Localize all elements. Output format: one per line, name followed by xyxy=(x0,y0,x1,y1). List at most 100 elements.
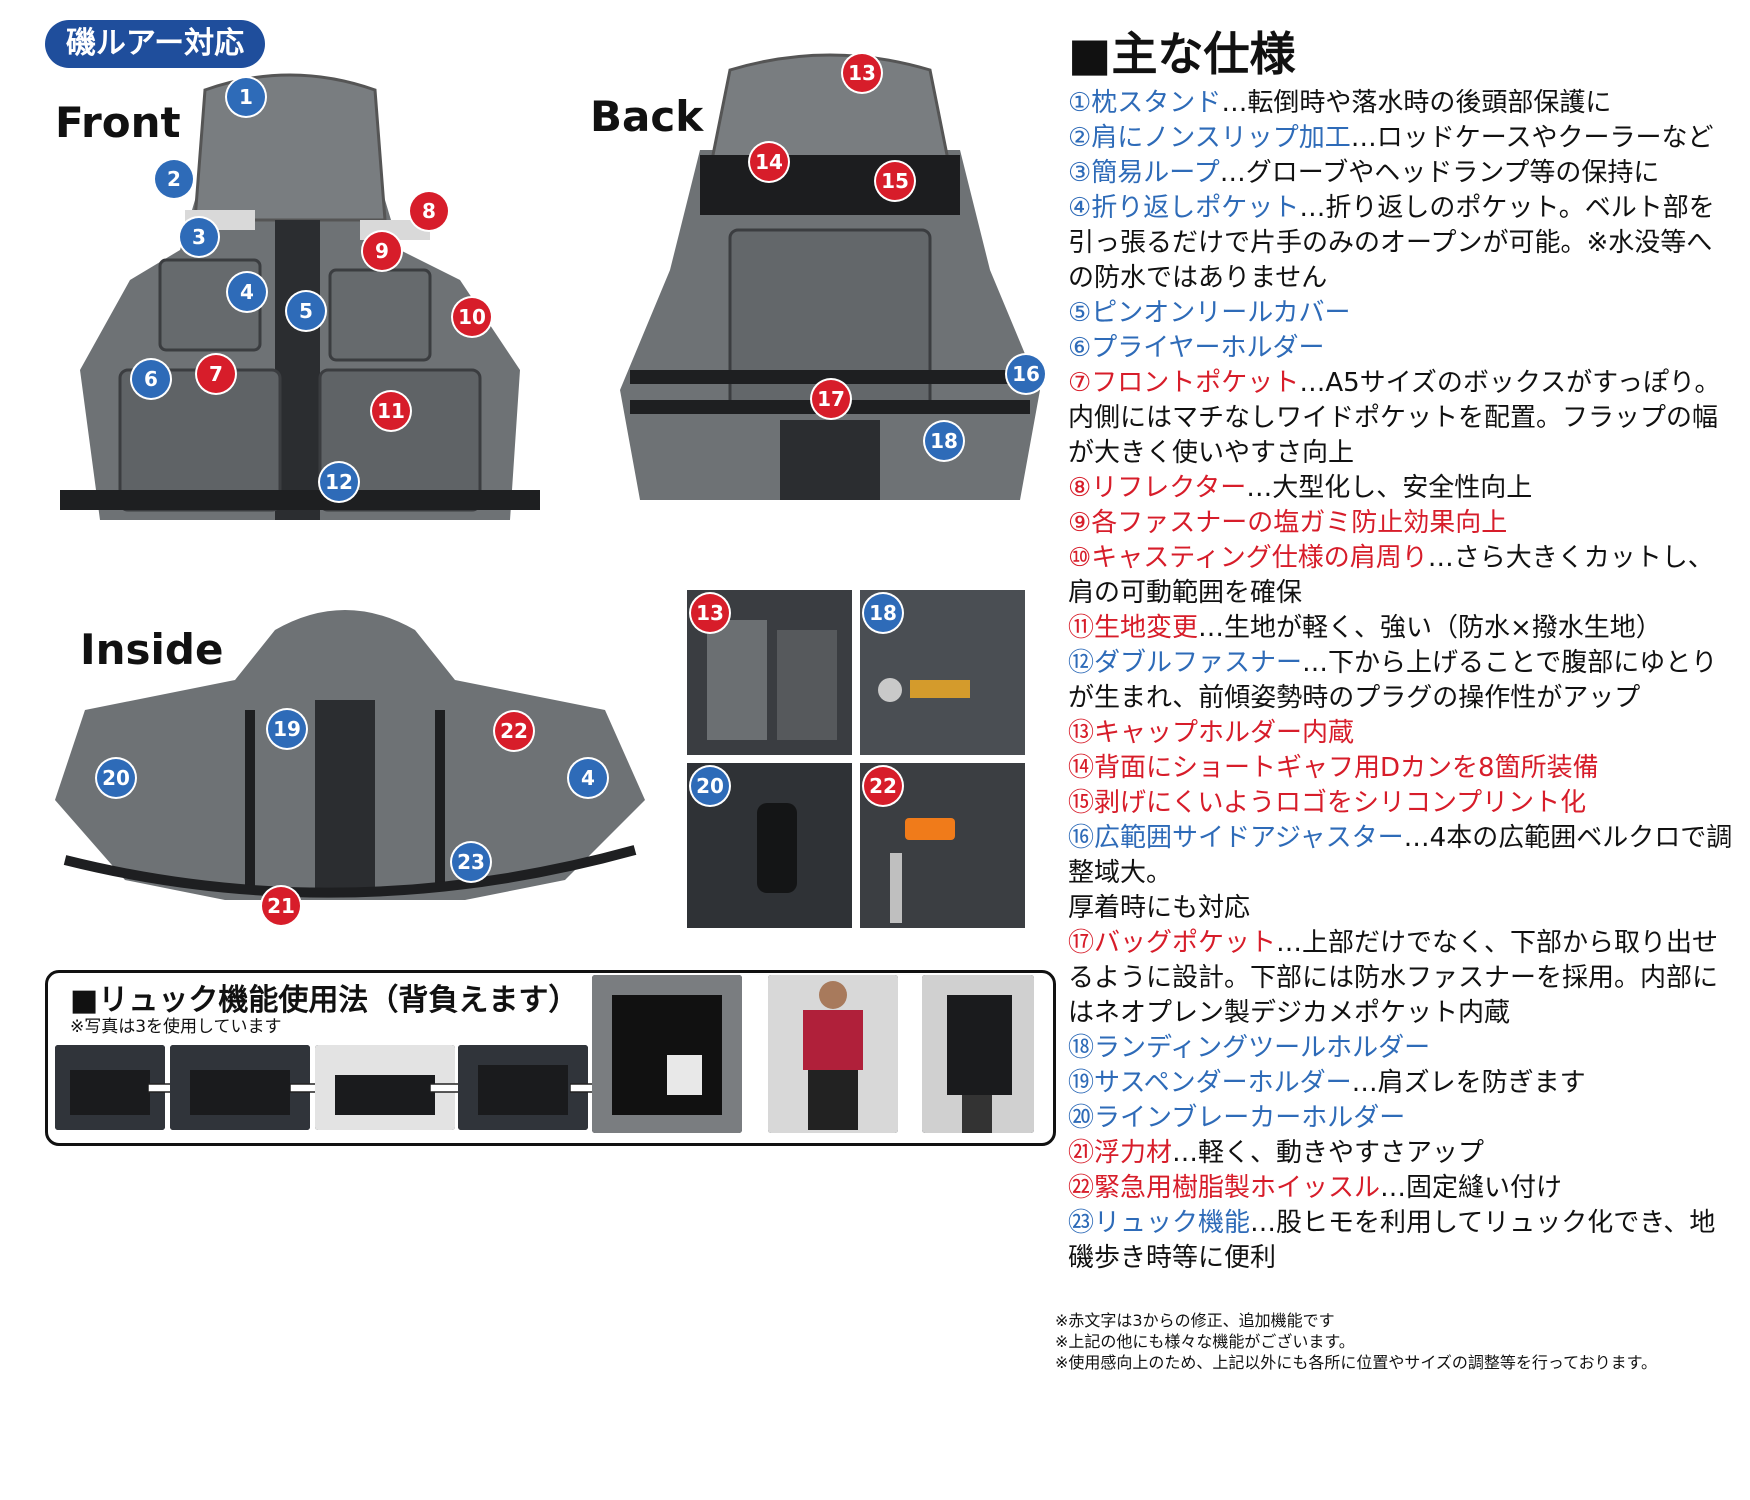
marker-4: 4 xyxy=(228,273,266,311)
backpack-note: ※写真は3を使用しています xyxy=(70,1017,282,1037)
marker-1: 1 xyxy=(227,78,265,116)
backpack-title: ■リュック機能使用法（背負えます） xyxy=(70,983,579,1018)
spec-item: ㉓リュック機能…股ヒモを利用してリュック化でき、地磯歩き時等に便利 xyxy=(1068,1206,1738,1276)
detail-marker-20: 20 xyxy=(691,767,729,805)
marker-14: 14 xyxy=(750,143,788,181)
spec-item: ④折り返しポケット…折り返しのポケット。ベルト部を引っ張るだけで片手のみのオープ… xyxy=(1068,191,1738,296)
spec-item: ③簡易ループ…グローブやヘッドランプ等の保持に xyxy=(1068,156,1738,191)
spec-item: ⑪生地変更…生地が軽く、強い（防水×撥水生地） xyxy=(1068,611,1738,646)
detail-marker-18: 18 xyxy=(864,594,902,632)
inside-label: Inside xyxy=(80,625,224,674)
spec-item-head: ⑲サスペンダーホルダー xyxy=(1068,1068,1352,1098)
spec-item-head: ⑮剥げにくいようロゴをシリコンプリント化 xyxy=(1068,788,1587,818)
specs-title: ■主な仕様 xyxy=(1068,27,1296,81)
spec-item-text: …大型化し、安全性向上 xyxy=(1246,473,1533,503)
spec-item-head: ⑱ランディングツールホルダー xyxy=(1068,1033,1431,1063)
spec-item: ⑫ダブルファスナー…下から上げることで腹部にゆとりが生まれ、前傾姿勢時のプラグの… xyxy=(1068,646,1738,716)
spec-item-head: ①枕スタンド xyxy=(1068,88,1222,118)
detail-marker-13: 13 xyxy=(691,594,729,632)
backpack-step-5-photo xyxy=(592,975,742,1133)
feature-badge: 磯ルアー対応 xyxy=(45,20,265,68)
inside-vest-photo: 19 20 21 22 23 4 xyxy=(45,600,665,970)
spec-item: 厚着時にも対応 xyxy=(1068,891,1738,926)
spec-item-head: ⑪生地変更 xyxy=(1068,613,1199,643)
spec-item: ⑮剥げにくいようロゴをシリコンプリント化 xyxy=(1068,786,1738,821)
spec-item-head: ⑦フロントポケット xyxy=(1068,368,1300,398)
front-vest-photo: 1 2 3 4 5 6 7 8 9 10 11 12 xyxy=(40,70,560,590)
spec-item-text: …4本の広範囲ベルクロで調整域大。 xyxy=(1068,823,1733,888)
wearing-photo-back xyxy=(922,975,1034,1133)
footnote: ※上記の他にも様々な機能がございます。 xyxy=(1055,1332,1355,1351)
marker-18: 18 xyxy=(925,422,963,460)
detail-photo-18: 18 xyxy=(860,590,1025,755)
spec-item-head: ⑩キャスティング仕様の肩周り xyxy=(1068,543,1428,573)
spec-item-text: …軽く、動きやすさアップ xyxy=(1172,1138,1485,1168)
spec-item-text: …さら大きくカットし、肩の可動範囲を確保 xyxy=(1068,543,1714,608)
backpack-step-3-photo xyxy=(315,1045,455,1130)
spec-item: ⑧リフレクター…大型化し、安全性向上 xyxy=(1068,471,1738,506)
spec-item-head: ⑨各ファスナーの塩ガミ防止効果向上 xyxy=(1068,508,1508,538)
marker-13: 13 xyxy=(843,54,881,92)
spec-item: ⑤ピンオンリールカバー xyxy=(1068,296,1738,331)
marker-20: 20 xyxy=(97,759,135,797)
spec-item: ⑨各ファスナーの塩ガミ防止効果向上 xyxy=(1068,506,1738,541)
footnote: ※使用感向上のため、上記以外にも各所に位置やサイズの調整等を行っております。 xyxy=(1055,1353,1658,1372)
spec-item-head: ㉒緊急用樹脂製ホイッスル xyxy=(1068,1173,1381,1203)
spec-item: ⑱ランディングツールホルダー xyxy=(1068,1031,1738,1066)
detail-marker-22: 22 xyxy=(864,767,902,805)
spec-item-head: ⑭背面にショートギャフ用Dカンを8箇所装備 xyxy=(1068,753,1599,783)
back-label: Back xyxy=(590,92,704,141)
spec-item: ⑥プライヤーホルダー xyxy=(1068,331,1738,366)
spec-item: ⑳ラインブレーカーホルダー xyxy=(1068,1101,1738,1136)
spec-item-head: ⑳ラインブレーカーホルダー xyxy=(1068,1103,1406,1133)
spec-item-text: …A5サイズのボックスがすっぽり。内側にはマチなしワイドポケットを配置。フラップ… xyxy=(1068,368,1721,468)
marker-19: 19 xyxy=(268,710,306,748)
spec-item: ⑰バッグポケット…上部だけでなく、下部から取り出せるように設計。下部には防水ファ… xyxy=(1068,926,1738,1031)
marker-4-inside: 4 xyxy=(569,759,607,797)
marker-15: 15 xyxy=(876,162,914,200)
spec-item: ⑦フロントポケット…A5サイズのボックスがすっぽり。内側にはマチなしワイドポケッ… xyxy=(1068,366,1738,471)
detail-photo-13: 13 xyxy=(687,590,852,755)
spec-item-text: …グローブやヘッドランプ等の保持に xyxy=(1219,158,1660,188)
spec-item-head: ④折り返しポケット xyxy=(1068,193,1300,223)
spec-item-text: …生地が軽く、強い（防水×撥水生地） xyxy=(1198,613,1662,643)
spec-item-head: ③簡易ループ xyxy=(1068,158,1220,188)
spec-item-text: …固定縫い付け xyxy=(1380,1173,1563,1203)
backpack-usage-panel xyxy=(45,970,1056,1146)
backpack-step-2-photo xyxy=(170,1045,310,1130)
marker-12: 12 xyxy=(320,463,358,501)
spec-item: ⑯広範囲サイドアジャスター…4本の広範囲ベルクロで調整域大。 xyxy=(1068,821,1738,891)
spec-item-text: …下から上げることで腹部にゆとりが生まれ、前傾姿勢時のプラグの操作性がアップ xyxy=(1068,648,1718,713)
spec-item-text: …上部だけでなく、下部から取り出せるように設計。下部には防水ファスナーを採用。内… xyxy=(1068,928,1719,1028)
marker-2: 2 xyxy=(155,160,193,198)
detail-photo-20: 20 xyxy=(687,763,852,928)
spec-item-text: …転倒時や落水時の後頭部保護に xyxy=(1221,88,1612,118)
spec-item: ⑭背面にショートギャフ用Dカンを8箇所装備 xyxy=(1068,751,1738,786)
detail-photo-22: 22 xyxy=(860,763,1025,928)
spec-item-head: ⑥プライヤーホルダー xyxy=(1068,333,1325,363)
marker-6: 6 xyxy=(132,360,170,398)
marker-7: 7 xyxy=(197,355,235,393)
spec-item: ⑬キャップホルダー内蔵 xyxy=(1068,716,1738,751)
backpack-step-1-photo xyxy=(55,1045,165,1130)
marker-21: 21 xyxy=(262,887,300,925)
marker-3: 3 xyxy=(180,218,218,256)
marker-10: 10 xyxy=(453,298,491,336)
marker-17: 17 xyxy=(812,380,850,418)
wearing-photo-front xyxy=(768,975,898,1133)
front-label: Front xyxy=(55,98,181,147)
marker-22: 22 xyxy=(495,712,533,750)
spec-item-head: ㉓リュック機能 xyxy=(1068,1208,1251,1238)
marker-11: 11 xyxy=(372,392,410,430)
spec-item-text: …肩ズレを防ぎます xyxy=(1351,1068,1586,1098)
footnotes: ※赤文字は3からの修正、追加機能です ※上記の他にも様々な機能がございます。 ※… xyxy=(1055,1310,1657,1373)
back-vest-photo: 13 14 15 16 17 18 xyxy=(600,50,1060,580)
marker-5: 5 xyxy=(287,292,325,330)
spec-item: ㉑浮力材…軽く、動きやすさアップ xyxy=(1068,1136,1738,1171)
spec-item-head: ⑫ダブルファスナー xyxy=(1068,648,1303,678)
spec-item-text: …折り返しのポケット。ベルト部を引っ張るだけで片手のみのオープンが可能。※水没等… xyxy=(1068,193,1715,293)
marker-9: 9 xyxy=(363,232,401,270)
spec-item-text: 厚着時にも対応 xyxy=(1068,893,1251,923)
